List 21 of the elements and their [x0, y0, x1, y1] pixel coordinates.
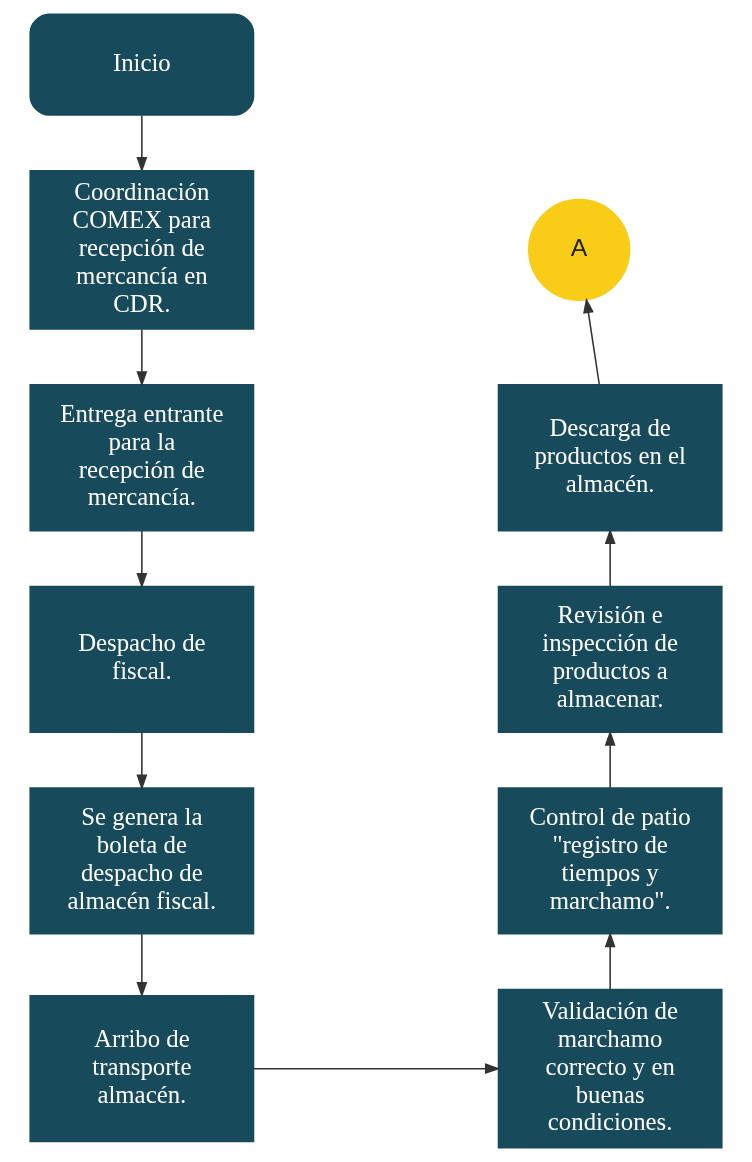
node-box: Entrega entrante para la recepción de mercancía.	[29, 384, 255, 532]
arrow	[136, 530, 148, 589]
node-box: Revisión e inspección de productos a almacenar.	[497, 585, 723, 733]
arrow	[604, 528, 616, 587]
arrow	[253, 1063, 501, 1075]
node-box: Coordinación COMEX para recepción de mercancía en CDR.	[29, 170, 255, 330]
node-box: Inicio	[29, 13, 255, 116]
node-circle: A	[527, 198, 631, 302]
arrow	[136, 933, 148, 998]
arrow	[604, 931, 616, 990]
node-box: Descarga de productos en el almacén.	[497, 384, 723, 532]
arrow	[136, 328, 148, 387]
node-box: Despacho de fiscal.	[29, 585, 255, 733]
node-box: Arribo de transporte almacén.	[29, 995, 255, 1143]
node-box: Se genera la boleta de despacho de almacén fiscal.	[29, 787, 255, 935]
arrow	[583, 297, 601, 386]
arrow	[136, 114, 148, 173]
arrow	[136, 731, 148, 791]
node-box: Control de patio "registro de tiempos y marchamo".	[497, 787, 723, 935]
arrow	[604, 730, 616, 789]
node-box: Validación de marchamo correcto y en buenas condiciones.	[497, 988, 723, 1149]
